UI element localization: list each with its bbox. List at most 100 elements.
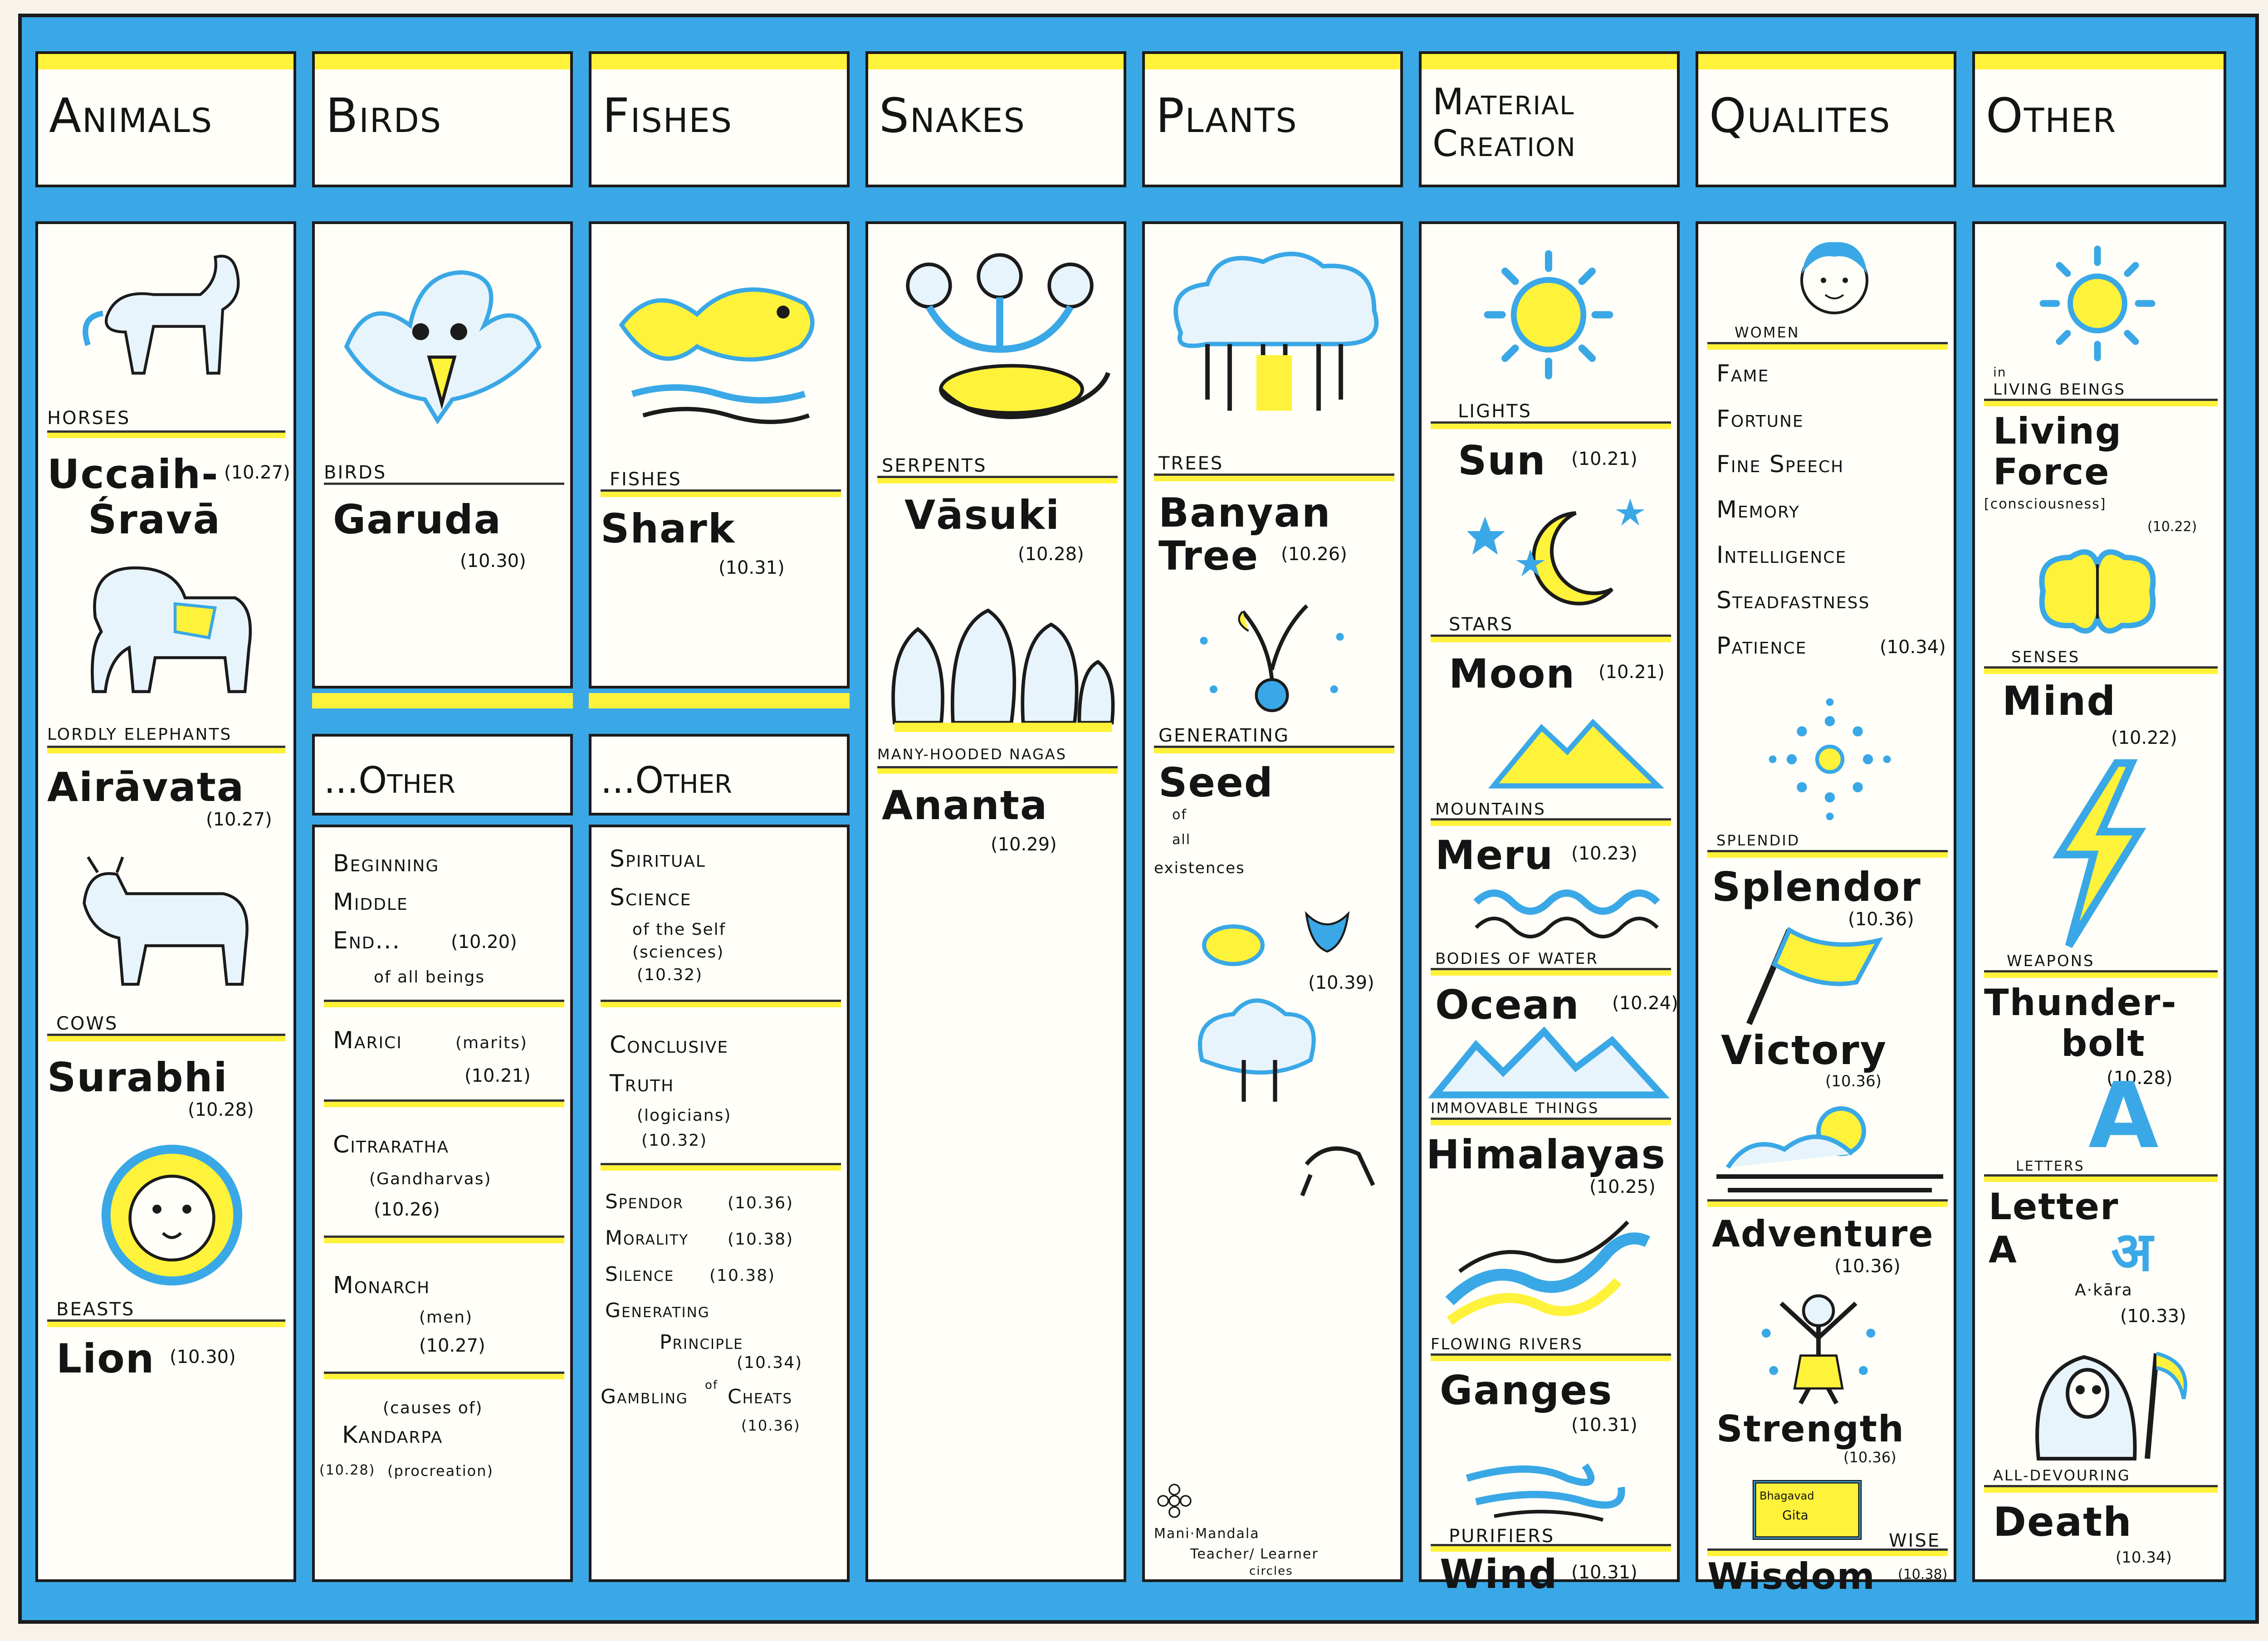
- birds-panel: Birds Garuda (10.30): [312, 221, 573, 689]
- garuda-icon: [333, 251, 551, 442]
- verse-ref: (10.34): [737, 1353, 803, 1372]
- verse-ref: (10.34): [2116, 1548, 2172, 1567]
- item-name: Seed: [1158, 759, 1274, 806]
- column-plants: Plants Trees Banyan Tree (10.26) Generat…: [1142, 40, 1403, 1596]
- other-item: Citraratha: [333, 1131, 450, 1158]
- horse-icon: [65, 242, 260, 392]
- column-header: Qualites: [1696, 51, 1956, 187]
- seed-note: of: [1172, 807, 1187, 823]
- column-body: Women Fame Fortune Fine Speech Memory In…: [1696, 221, 1956, 1597]
- quality-item: Fine Speech: [1716, 451, 1844, 478]
- other-note: (men): [419, 1308, 473, 1327]
- seed-sprout-icon: [1172, 582, 1372, 718]
- verse-ref: (10.30): [460, 551, 526, 571]
- other-item: Spiritual: [610, 845, 706, 873]
- category-label: Immovable Things: [1431, 1099, 1599, 1117]
- column-animals: Animals Horses Uccaih- (10.27) Śravā Lor…: [35, 40, 296, 1596]
- victory-flag-icon: [1735, 923, 1889, 1027]
- verse-ref: (10.22): [2111, 728, 2177, 748]
- category-label: Weapons: [2007, 952, 2095, 970]
- column-qualities: Qualites Women Fame Fortune Fine Speech …: [1696, 40, 1956, 1597]
- category-label: Living Beings: [1993, 381, 2126, 399]
- item-name: Ocean: [1435, 982, 1580, 1028]
- cow-icon: [65, 845, 265, 1000]
- verse-ref: (10.20): [451, 932, 517, 952]
- other-header: ...Other: [312, 734, 573, 816]
- item-name: Śravā: [88, 496, 221, 543]
- seed-note: existences: [1154, 859, 1245, 877]
- category-label: Flowing Rivers: [1431, 1335, 1583, 1353]
- birds-other-panel: Beginning Middle End... (10.20) of all b…: [312, 825, 573, 1582]
- category-label: Serpents: [882, 455, 987, 476]
- category-label: Beasts: [56, 1299, 135, 1320]
- category-label: Wise: [1889, 1530, 1941, 1551]
- item-name: Vāsuki: [904, 492, 1061, 538]
- verse-ref: (10.36): [728, 1194, 794, 1212]
- verse-ref: (10.32): [641, 1131, 708, 1150]
- item-name: Himalayas: [1426, 1131, 1666, 1178]
- item-name: Death: [1993, 1499, 2132, 1545]
- seed-note: all: [1172, 832, 1191, 848]
- category-label: Stars: [1449, 614, 1514, 635]
- category-label: Purifiers: [1449, 1526, 1555, 1547]
- column-body: Horses Uccaih- (10.27) Śravā Lordly Elep…: [35, 221, 296, 1582]
- verse-ref: (10.26): [1281, 544, 1347, 565]
- other-note: of all beings: [374, 968, 485, 987]
- category-label: Horses: [47, 408, 131, 429]
- verse-ref: (10.28): [188, 1099, 254, 1120]
- category-label: Many-hooded Nagas: [877, 746, 1067, 763]
- item-name: bolt: [2061, 1022, 2146, 1065]
- item-name: Living: [1993, 410, 2122, 452]
- category-label: Women: [1735, 324, 1800, 341]
- column-title: Birds: [326, 88, 442, 143]
- verse-ref: (10.21): [1571, 449, 1637, 469]
- column-header: Animals: [35, 51, 296, 187]
- other-item: Monarch: [333, 1272, 430, 1299]
- splendor-burst-icon: [1766, 696, 1893, 823]
- quality-item: Fame: [1716, 360, 1769, 387]
- column-header: Fishes: [589, 51, 850, 187]
- other-note: (Gandharvas): [369, 1170, 492, 1188]
- column-body: Trees Banyan Tree (10.26) Generating See…: [1142, 221, 1403, 1582]
- credit-line: circles: [1249, 1564, 1293, 1578]
- banyan-tree-icon: [1163, 242, 1385, 424]
- waves-icon: [1473, 882, 1660, 941]
- verse-ref: (10.38): [709, 1266, 776, 1285]
- other-item: Science: [610, 884, 692, 911]
- column-body: Lights Sun (10.21) Stars Moon (10.21) Mo…: [1419, 221, 1680, 1597]
- other-item: Silence: [605, 1263, 675, 1286]
- item-name: Garuda: [333, 496, 502, 543]
- column-header: Plants: [1142, 51, 1403, 187]
- item-name: Ganges: [1440, 1367, 1613, 1414]
- item-name: Moon: [1449, 650, 1576, 697]
- wind-icon: [1458, 1449, 1639, 1526]
- item-name: Wind: [1440, 1551, 1558, 1597]
- column-body: Serpents Vāsuki (10.28) Many-hooded Naga…: [865, 221, 1126, 1582]
- category-label: Splendid: [1716, 832, 1800, 849]
- verse-ref: (10.29): [991, 834, 1057, 855]
- verse-ref: (10.39): [1308, 972, 1374, 993]
- item-name: Airāvata: [47, 764, 245, 811]
- category-label: Fishes: [610, 469, 682, 490]
- item-name: Victory: [1721, 1027, 1887, 1074]
- verse-ref: (10.36): [1834, 1256, 1901, 1277]
- sunrise-landscape-icon: [1716, 1099, 1943, 1195]
- item-name: A: [1989, 1229, 2018, 1271]
- other-item: Kandarpa: [342, 1421, 443, 1449]
- column-snakes: Snakes Serpents Vāsuki (10.28) Many-hood…: [865, 40, 1126, 1596]
- verse-ref: (10.31): [1571, 1415, 1637, 1436]
- other-note: of: [705, 1378, 719, 1392]
- item-name: Ananta: [882, 782, 1048, 829]
- category-label: Lights: [1458, 401, 1532, 422]
- verse-ref: (10.27): [224, 462, 290, 483]
- item-name: Letter: [1989, 1186, 2119, 1228]
- other-note: (logicians): [637, 1106, 732, 1125]
- item-name: Lion: [56, 1335, 155, 1382]
- thunderbolt-icon: [2038, 759, 2156, 950]
- category-label: Senses: [2011, 648, 2080, 666]
- item-note: [consciousness]: [1984, 496, 2107, 512]
- item-note: A·kāra: [2075, 1281, 2133, 1299]
- other-item: Beginning: [333, 850, 440, 877]
